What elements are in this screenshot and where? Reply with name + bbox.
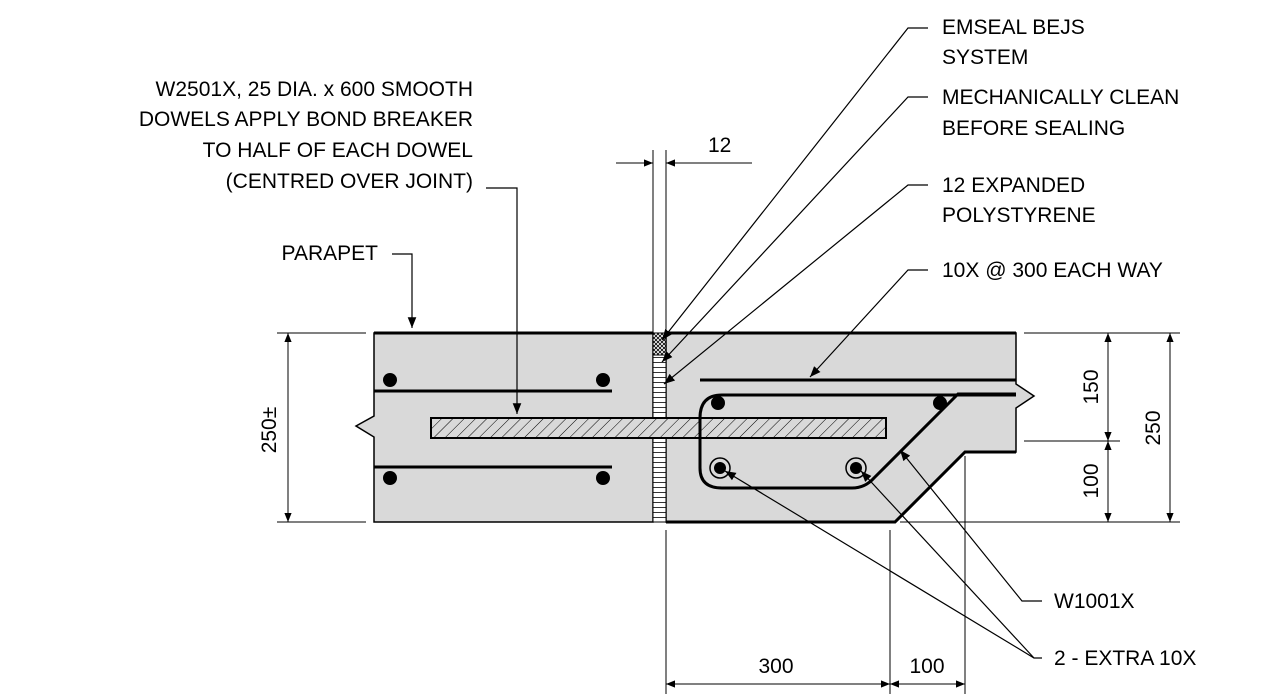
clean-label-line-2: BEFORE SEALING bbox=[942, 117, 1125, 140]
dowel-note-line-1: W2501X, 25 DIA. x 600 SMOOTH bbox=[156, 78, 473, 101]
dowel-bar bbox=[430, 417, 887, 439]
emseal-label-line-2: SYSTEM bbox=[942, 46, 1028, 69]
left-depth-text: 250± bbox=[258, 407, 281, 454]
dowel-note-line-3: TO HALF OF EACH DOWEL bbox=[203, 139, 473, 162]
leader-emseal bbox=[661, 27, 928, 341]
left-bar-top-2 bbox=[596, 373, 610, 387]
leader-clean bbox=[661, 96, 928, 363]
ligature-bar bbox=[698, 392, 1016, 490]
lower-depth-text: 100 bbox=[1080, 463, 1103, 498]
leader-dowel bbox=[486, 187, 522, 414]
dowel-note-line-2: DOWELS APPLY BOND BREAKER bbox=[139, 108, 473, 131]
left-bar-top-1 bbox=[383, 373, 397, 387]
emseal-seal bbox=[652, 332, 667, 356]
leader-parapet bbox=[392, 253, 417, 328]
clean-label-line-1: MECHANICALLY CLEAN bbox=[942, 86, 1179, 109]
extra-bar-1 bbox=[714, 462, 726, 474]
extra-bar-2-ring bbox=[845, 457, 867, 479]
mesh-label: 10X @ 300 EACH WAY bbox=[942, 259, 1163, 282]
ligature-label: W1001X bbox=[1054, 590, 1135, 613]
run-100-text: 100 bbox=[909, 655, 944, 678]
parapet-label: PARAPET bbox=[282, 242, 379, 265]
right-bar-top-2 bbox=[933, 396, 947, 410]
upper-depth-text: 150 bbox=[1080, 369, 1103, 404]
emseal-label-line-1: EMSEAL BEJS bbox=[942, 16, 1085, 39]
leader-eps bbox=[663, 184, 928, 385]
extra-bar-2 bbox=[850, 462, 862, 474]
run-300-text: 300 bbox=[758, 655, 793, 678]
extra-bars-label: 2 - EXTRA 10X bbox=[1054, 647, 1196, 670]
left-bar-bot-1 bbox=[383, 471, 397, 485]
total-depth-text: 250 bbox=[1142, 410, 1165, 445]
left-bar-bot-2 bbox=[596, 471, 610, 485]
leader-mesh bbox=[809, 269, 928, 378]
extra-bar-1-ring bbox=[709, 457, 731, 479]
gap-dim-text: 12 bbox=[708, 134, 731, 157]
right-bar-top-1 bbox=[711, 396, 725, 410]
dowel-note-line-4: (CENTRED OVER JOINT) bbox=[226, 170, 473, 193]
eps-label-line-1: 12 EXPANDED bbox=[942, 174, 1085, 197]
leader-ligature bbox=[899, 449, 1042, 602]
leader-extra-2 bbox=[860, 470, 1035, 659]
eps-label-line-2: POLYSTYRENE bbox=[942, 204, 1096, 227]
